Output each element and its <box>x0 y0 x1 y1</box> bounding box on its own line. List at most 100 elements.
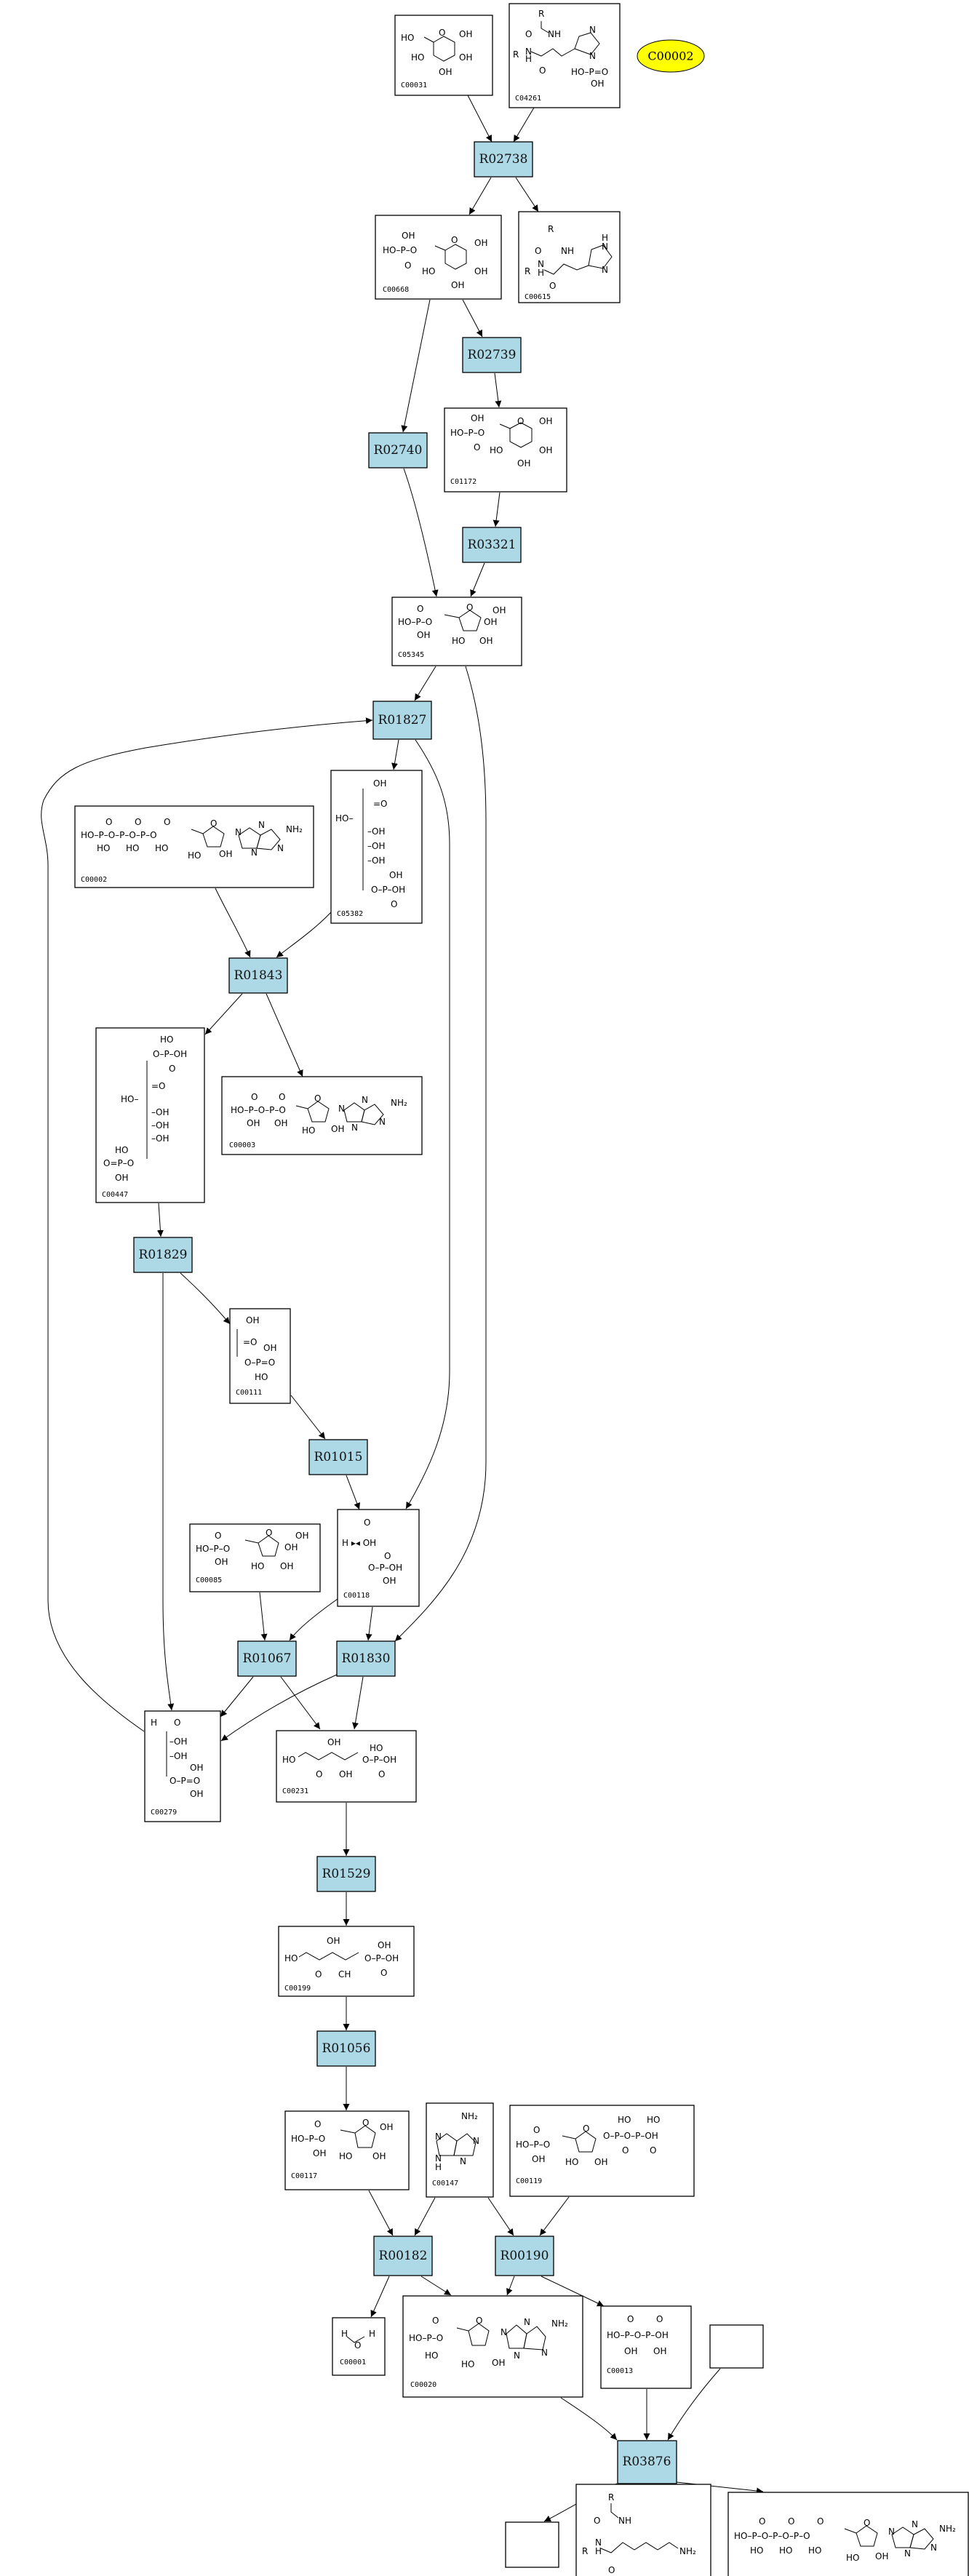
reaction-node[interactable]: R02740 <box>368 432 428 468</box>
reaction-node[interactable]: R03876 <box>617 2440 677 2484</box>
edge-blank1-R03876 <box>667 2368 721 2441</box>
compound-label: C05382 <box>337 910 363 918</box>
svg-text:OH: OH <box>875 2551 888 2561</box>
svg-text:NH₂: NH₂ <box>939 2524 956 2534</box>
svg-text:OH: OH <box>327 1737 340 1747</box>
edge-R01067-C00231 <box>280 1676 321 1730</box>
edge-R02740-C05345 <box>403 468 439 597</box>
svg-text:N: N <box>351 1122 358 1133</box>
svg-text:O: O <box>266 1528 272 1538</box>
reaction-node[interactable]: R01067 <box>237 1640 297 1677</box>
svg-text:OH: OH <box>280 1561 293 1571</box>
svg-text:OH: OH <box>653 2346 666 2356</box>
svg-text:HO–P–O: HO–P–O <box>516 2140 550 2150</box>
edge-C00085-R01067 <box>259 1592 268 1641</box>
svg-text:OH: OH <box>331 1124 344 1134</box>
svg-text:OH: OH <box>263 1343 276 1353</box>
svg-text:NH: NH <box>618 2516 631 2526</box>
reaction-node[interactable]: R00190 <box>495 2236 554 2276</box>
reaction-node[interactable]: R01056 <box>316 2030 376 2067</box>
svg-text:NH₂: NH₂ <box>391 1098 407 1108</box>
reaction-node[interactable]: R02739 <box>462 337 522 373</box>
svg-text:HO: HO <box>808 2545 821 2556</box>
compound-node[interactable]: OH=O OHO–P=OHO C00111 <box>229 1308 291 1404</box>
svg-text:OH: OH <box>219 849 232 859</box>
svg-text:OH: OH <box>339 1769 352 1779</box>
structure-glycerone-phosphate: OH=O OHO–P=OHO <box>236 1315 276 1382</box>
svg-text:N: N <box>501 2327 507 2337</box>
reaction-node[interactable]: R01830 <box>336 1640 396 1677</box>
svg-text:OH: OH <box>492 2358 505 2368</box>
svg-text:O: O <box>354 2340 361 2350</box>
reaction-node[interactable]: R01829 <box>133 1237 193 1273</box>
svg-text:N: N <box>338 1104 345 1114</box>
reaction-label: R01529 <box>322 1867 371 1881</box>
svg-text:HO–P–O: HO–P–O <box>450 428 484 438</box>
svg-text:–OH: –OH <box>170 1751 187 1761</box>
edge-C00119-R00190 <box>539 2196 570 2236</box>
reaction-node[interactable]: R00182 <box>373 2236 433 2276</box>
svg-text:O: O <box>105 817 112 827</box>
svg-text:NH: NH <box>561 246 574 256</box>
compound-node[interactable]: HOO–P–OHO =OHO– –OH–OH–OH HOO=P–OOH C004… <box>95 1027 205 1203</box>
svg-text:–OH: –OH <box>151 1120 169 1131</box>
svg-text:O: O <box>210 818 217 829</box>
svg-text:HO: HO <box>97 843 110 853</box>
reaction-node[interactable]: R01015 <box>308 1439 368 1475</box>
edge-R01830-C00279 <box>220 1674 338 1742</box>
compound-label: C00001 <box>340 2358 366 2366</box>
svg-text:N: N <box>251 848 258 858</box>
compound-label: C05345 <box>398 651 424 659</box>
compound-node[interactable]: OH=OHO– –OH–OH–OH OHO–P–OHO C05382 <box>330 770 423 924</box>
svg-text:HO: HO <box>779 2545 792 2556</box>
svg-text:O: O <box>476 2316 482 2326</box>
svg-text:OH: OH <box>380 2122 393 2132</box>
compound-node-empty[interactable] <box>505 2521 559 2568</box>
reaction-node[interactable]: R03321 <box>462 527 522 563</box>
svg-text:O: O <box>525 29 532 39</box>
svg-text:O: O <box>215 1531 221 1541</box>
edge-C00668-R02740 <box>401 299 431 433</box>
compound-label: C04261 <box>515 95 541 103</box>
svg-text:N: N <box>538 259 544 269</box>
reaction-node[interactable]: R02738 <box>474 141 533 178</box>
edge-C00020-R03876 <box>560 2397 618 2441</box>
reaction-node[interactable]: R01529 <box>316 1856 376 1892</box>
reaction-node[interactable]: R01827 <box>372 701 432 740</box>
reaction-label: R02740 <box>374 443 423 458</box>
svg-text:OH: OH <box>493 605 506 615</box>
compound-node-empty[interactable] <box>709 2324 764 2369</box>
svg-text:OH: OH <box>313 2148 326 2158</box>
highlight-node[interactable]: C00002 <box>637 39 705 73</box>
svg-text:NH: NH <box>548 29 561 39</box>
svg-text:O: O <box>817 2516 824 2527</box>
svg-text:OH: OH <box>215 1557 228 1567</box>
reaction-node[interactable]: R01843 <box>228 957 288 994</box>
svg-text:–OH: –OH <box>170 1736 187 1747</box>
svg-text:OH: OH <box>539 445 552 455</box>
